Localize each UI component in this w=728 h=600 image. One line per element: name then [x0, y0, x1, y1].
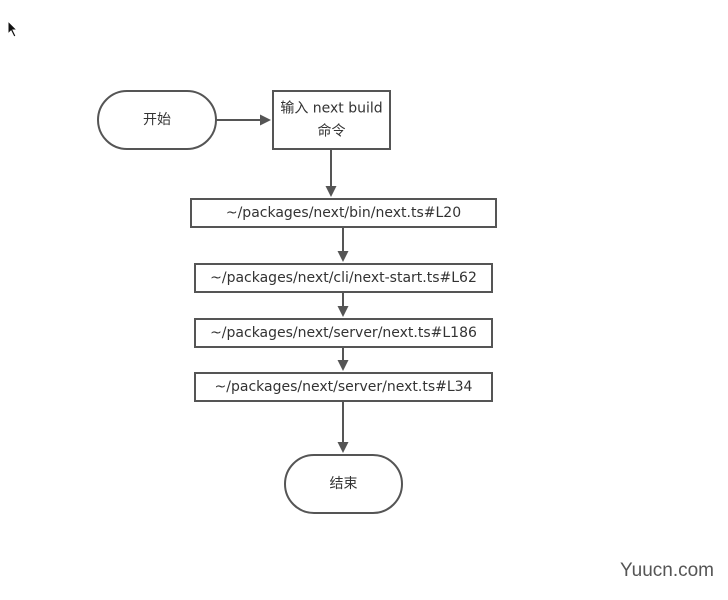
node-server186: ~/packages/next/server/next.ts#L186 [194, 318, 493, 348]
arrowhead [337, 442, 349, 453]
node-label: 开始 [143, 112, 171, 128]
node-start: 开始 [97, 90, 217, 150]
node-server34: ~/packages/next/server/next.ts#L34 [194, 372, 493, 402]
terminal-shape [97, 90, 217, 150]
arrowhead [260, 114, 271, 126]
node-label: ~/packages/next/server/next.ts#L186 [210, 325, 477, 341]
node-label: ~/packages/next/bin/next.ts#L20 [226, 205, 461, 221]
edge-start-to-input [216, 114, 271, 126]
node-label: ~/packages/next/cli/next-start.ts#L62 [210, 270, 477, 286]
watermark: Yuucn.com [620, 560, 714, 581]
node-cli: ~/packages/next/cli/next-start.ts#L62 [194, 263, 493, 293]
process-box [194, 263, 493, 293]
edge-cli-to-server186 [337, 292, 349, 317]
process-box [190, 198, 497, 228]
node-bin: ~/packages/next/bin/next.ts#L20 [190, 198, 497, 228]
mouse-pointer-icon [7, 20, 19, 38]
edge-server34-to-end [337, 401, 349, 453]
node-end: 结束 [284, 454, 403, 514]
process-box [272, 90, 391, 150]
node-input: 输入 next build 命令 [272, 90, 391, 150]
terminal-shape [284, 454, 403, 514]
arrowhead [337, 360, 349, 371]
node-label: 结束 [330, 476, 358, 492]
arrowhead [337, 251, 349, 262]
node-label: 命令 [318, 123, 346, 140]
process-box [194, 318, 493, 348]
edge-bin-to-cli [337, 227, 349, 262]
edge-input-to-bin [325, 149, 337, 197]
arrowhead [337, 306, 349, 317]
node-label: 输入 next build [280, 101, 382, 117]
arrowhead [325, 186, 337, 197]
node-label: ~/packages/next/server/next.ts#L34 [215, 379, 473, 395]
process-box [194, 372, 493, 402]
edge-server186-to-server34 [337, 347, 349, 371]
